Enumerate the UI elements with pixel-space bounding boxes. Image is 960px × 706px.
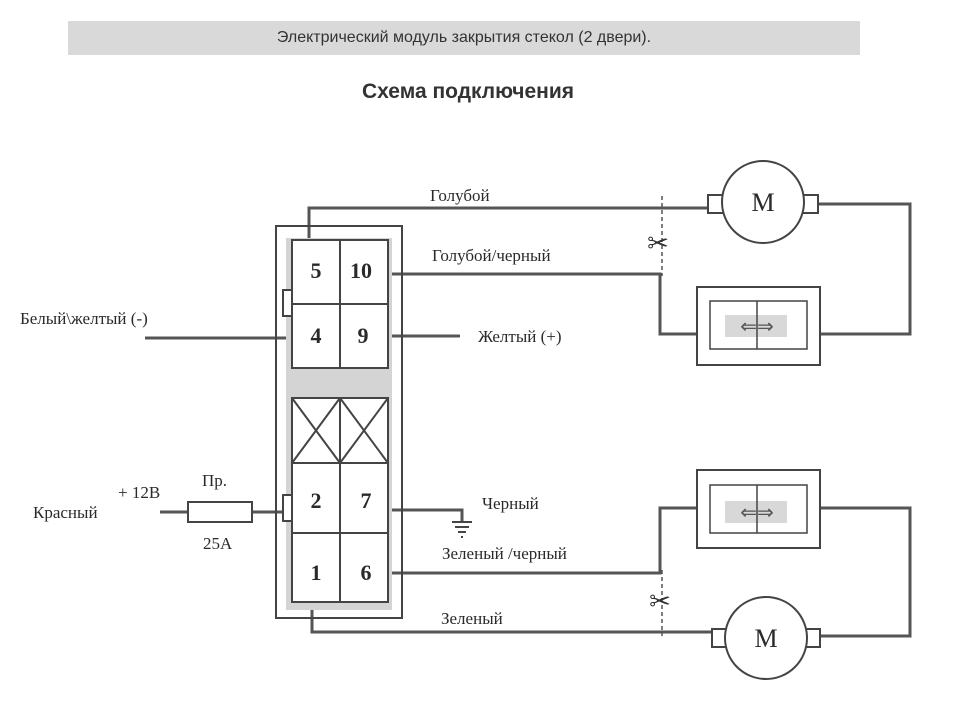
scissors-icon: ✂ [649,587,671,617]
pin-9: 9 [358,323,369,348]
label-plus12: + 12В [118,483,160,502]
pin-5: 5 [311,258,322,283]
switch-top-arrows: ⇐⇒ [740,314,774,338]
wire-green [310,506,912,638]
module-housing [275,225,403,619]
label-fuse: Пр. [202,471,227,490]
pin-4: 4 [311,323,322,348]
label-blue-black: Голубой/черный [432,246,551,265]
wire-black [390,508,464,522]
fuse [187,501,253,523]
label-black: Черный [482,494,539,513]
wire-blue [307,202,912,336]
pin-1: 1 [311,560,322,585]
label-red: Красный [33,503,98,522]
label-fuse-rating: 25А [203,534,233,553]
connector-top [291,239,389,369]
label-yellow: Желтый (+) [478,327,562,346]
pin-6: 6 [361,560,372,585]
ground-icon [452,521,472,538]
pin-7: 7 [361,488,372,513]
wire-green-black [390,506,697,575]
motor-bottom-label: M [754,624,777,653]
header-title: Электрический модуль закрытия стекол (2 … [276,29,652,46]
label-white-yellow: Белый\желтый (-) [20,309,148,328]
header-bar: Электрический модуль закрытия стекол (2 … [68,21,860,55]
label-green-black: Зеленый /черный [442,544,567,563]
window-switch-top [696,286,821,366]
pin-10: 10 [350,258,372,283]
scissors-icon: ✂ [647,229,669,259]
wire-blue-black [390,272,697,336]
motor-bottom [711,596,821,680]
pin-2: 2 [311,488,322,513]
window-switch-bottom [696,469,821,549]
connector-bottom [291,397,389,603]
diagram-subtitle: Схема подключения [361,80,575,103]
motor-top [707,160,819,244]
label-blue: Голубой [430,186,490,205]
label-green: Зеленый [441,609,503,628]
switch-bottom-arrows: ⇐⇒ [740,500,774,524]
motor-top-label: M [751,188,774,217]
